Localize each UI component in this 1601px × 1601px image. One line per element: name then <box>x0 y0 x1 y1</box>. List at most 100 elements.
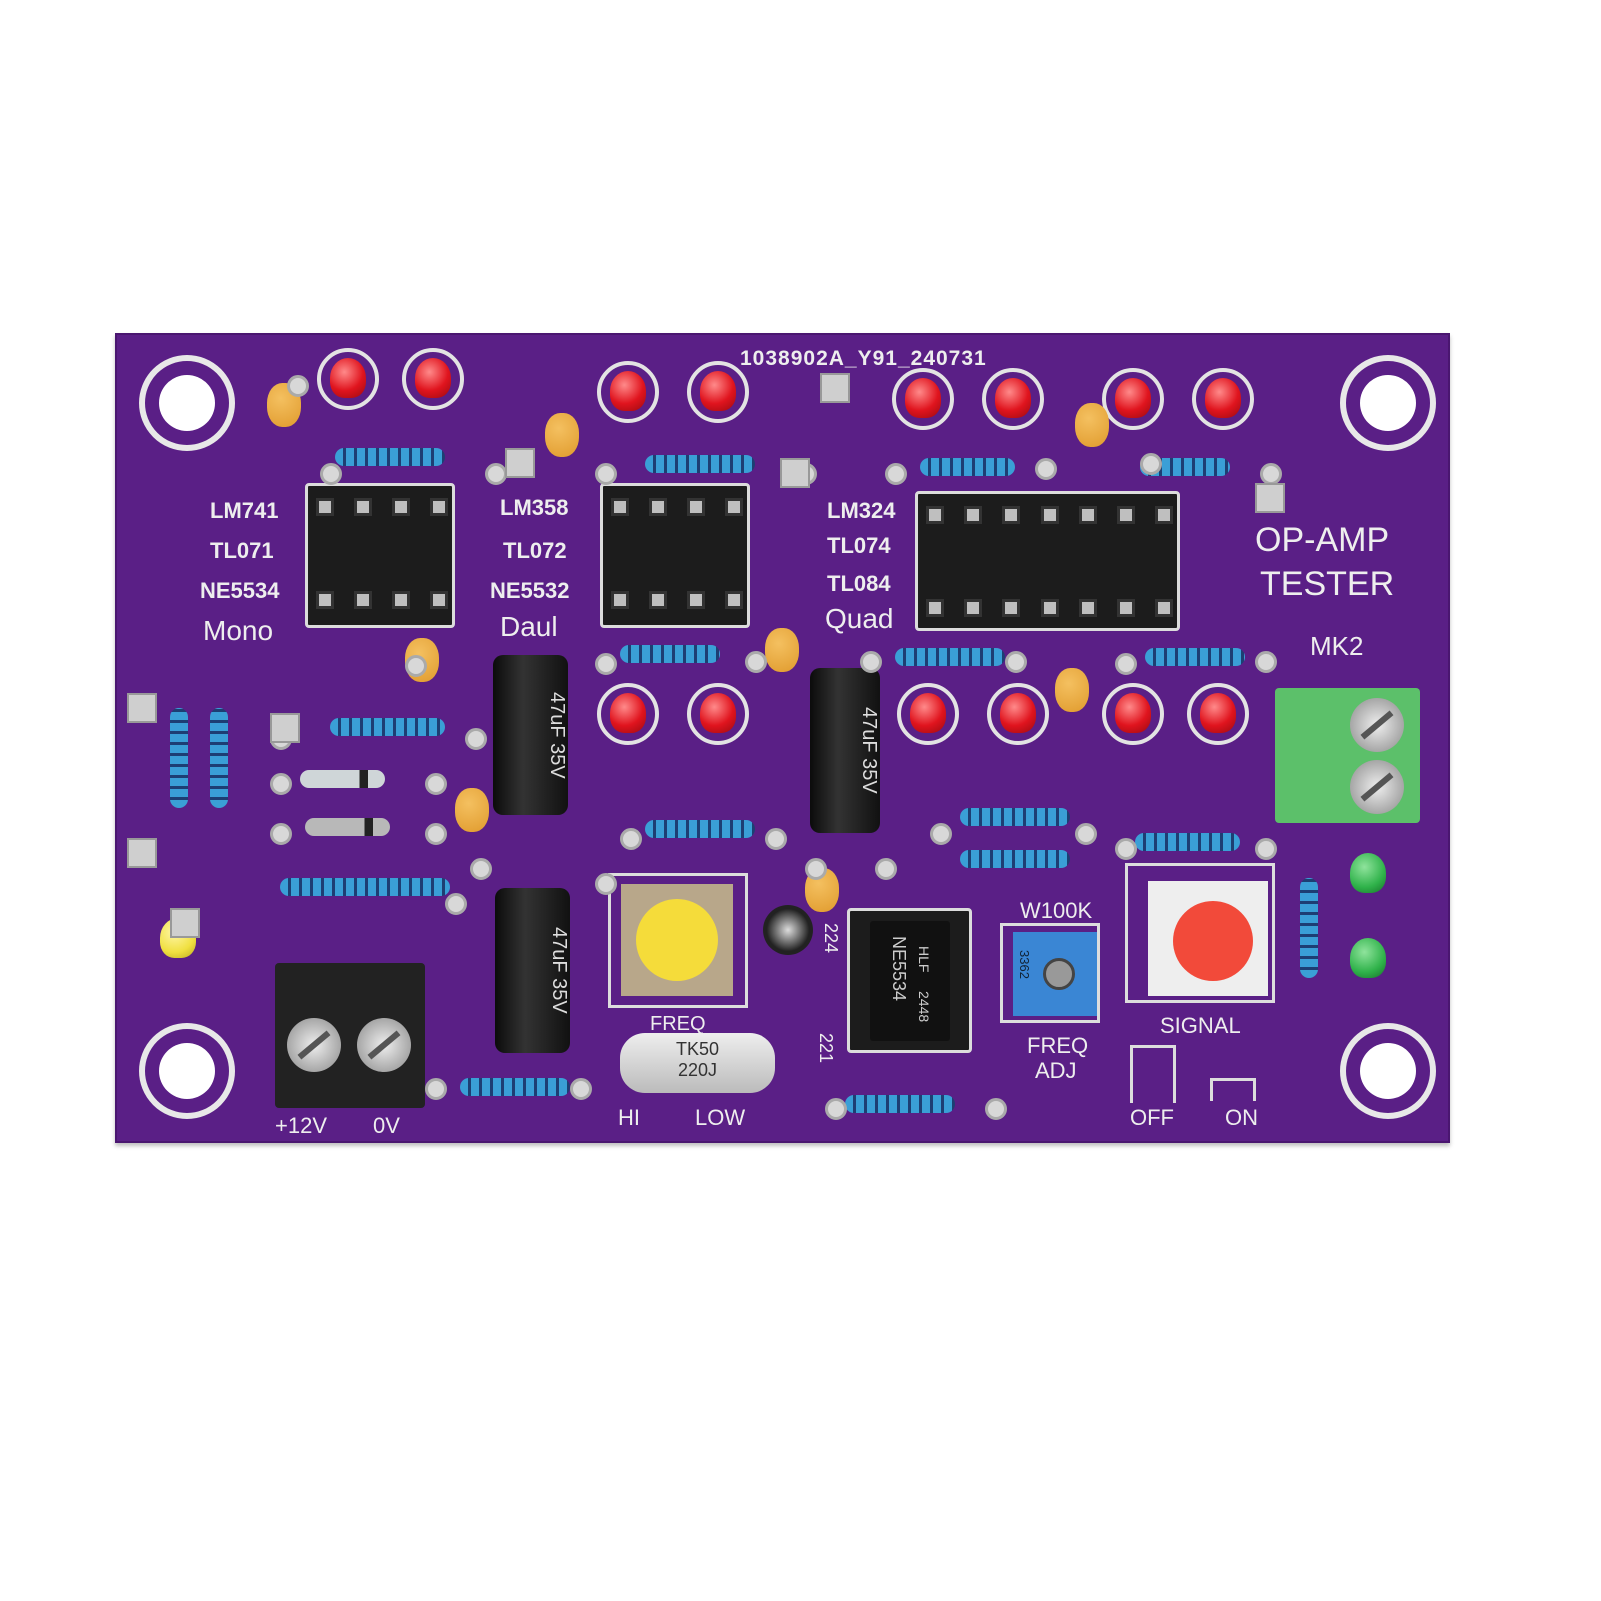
resistor <box>645 455 755 473</box>
socket-pin <box>687 498 705 516</box>
screw-icon[interactable] <box>1350 698 1404 752</box>
resistor <box>645 820 755 838</box>
solder-pad <box>465 728 487 750</box>
solder-pad <box>825 1098 847 1120</box>
resistor <box>1300 878 1318 978</box>
solder-pad <box>885 463 907 485</box>
square-pad <box>127 693 157 723</box>
socket-label: LM358 <box>500 495 569 520</box>
resistor <box>170 708 188 808</box>
green-led <box>1350 853 1386 893</box>
ic-socket-8pin-dual[interactable] <box>600 483 750 628</box>
resistor <box>335 448 445 466</box>
socket-pin <box>1116 506 1135 524</box>
resistor <box>960 850 1070 868</box>
screw-icon[interactable] <box>287 1018 341 1072</box>
signal-button-label: SIGNAL <box>1160 1013 1241 1038</box>
socket-pin <box>354 498 372 516</box>
solder-pad <box>1260 463 1282 485</box>
socket-pin <box>1002 599 1021 617</box>
led-outline <box>687 683 749 745</box>
red-led <box>330 358 366 398</box>
socket-pin <box>1040 599 1059 617</box>
ceramic-capacitor <box>455 788 489 832</box>
solder-pad <box>620 828 642 850</box>
solder-pad <box>860 651 882 673</box>
socket-label: LM741 <box>210 498 279 523</box>
solder-pad <box>805 858 827 880</box>
socket-pin <box>316 498 334 516</box>
red-led <box>1205 378 1241 418</box>
freq-button[interactable] <box>621 884 733 996</box>
diode <box>305 818 390 836</box>
chip-code: 2448 <box>916 991 932 1023</box>
socket-pin <box>392 498 410 516</box>
led-outline <box>597 361 659 423</box>
led-outline <box>597 683 659 745</box>
trimmer-outline: 3362 <box>1000 923 1100 1023</box>
resistor <box>1145 648 1245 666</box>
socket-label: TL071 <box>210 538 274 563</box>
resistor <box>1135 833 1240 851</box>
resistor <box>330 718 445 736</box>
socket-pin <box>1078 506 1097 524</box>
freq-button-cap[interactable] <box>636 899 718 981</box>
led-outline <box>1102 683 1164 745</box>
red-led <box>905 378 941 418</box>
resistor <box>895 648 1005 666</box>
solder-pad <box>1140 453 1162 475</box>
solder-pad <box>595 873 617 895</box>
small-capacitor <box>763 905 813 955</box>
plus-12v-label: +12V <box>275 1113 327 1138</box>
ic-socket-8pin-mono[interactable] <box>305 483 455 628</box>
led-outline <box>897 683 959 745</box>
output-terminal-block[interactable] <box>1275 688 1420 823</box>
socket-pin <box>611 498 629 516</box>
resistor <box>845 1095 955 1113</box>
led-outline <box>1192 368 1254 430</box>
freq-button-label: FREQ <box>650 1013 706 1035</box>
socket-pin <box>316 591 334 609</box>
socket-type: Daul <box>500 611 558 642</box>
socket-pin <box>725 591 743 609</box>
signal-button-cap[interactable] <box>1173 901 1253 981</box>
socket-pin <box>611 591 629 609</box>
power-terminal-block[interactable] <box>275 963 425 1108</box>
mounting-hole <box>1340 1023 1436 1119</box>
led-outline <box>987 683 1049 745</box>
resistor <box>460 1078 570 1096</box>
socket-pin <box>687 591 705 609</box>
solder-pad <box>595 653 617 675</box>
green-led <box>1350 938 1386 978</box>
solder-pad <box>1075 823 1097 845</box>
ic-socket-14pin-quad[interactable] <box>915 491 1180 631</box>
signal-button[interactable] <box>1148 881 1268 996</box>
solder-pad <box>570 1078 592 1100</box>
socket-label: TL084 <box>827 571 891 596</box>
resistor <box>960 808 1070 826</box>
trimmer-caption: FREQ <box>1027 1033 1089 1058</box>
hi-label: HI <box>618 1105 640 1130</box>
socket-pin <box>926 506 944 524</box>
square-pad <box>170 908 200 938</box>
solder-pad <box>1005 651 1027 673</box>
solder-pad <box>765 828 787 850</box>
socket-pin <box>649 591 667 609</box>
trimmer-potentiometer[interactable]: 3362 <box>1013 932 1097 1016</box>
solder-pad <box>930 823 952 845</box>
resistor <box>1140 458 1230 476</box>
led-outline <box>892 368 954 430</box>
resistor <box>280 878 450 896</box>
cap-label: 221 <box>816 1033 836 1064</box>
ic-chip: NE5534 HLF 2448 <box>870 921 950 1041</box>
led-outline <box>1187 683 1249 745</box>
off-symbol-icon <box>1130 1045 1176 1103</box>
socket-pin <box>725 498 743 516</box>
adjust-screw-icon[interactable] <box>1043 958 1075 990</box>
screw-icon[interactable] <box>357 1018 411 1072</box>
socket-label: LM324 <box>827 498 896 523</box>
solder-pad <box>1035 458 1057 480</box>
solder-pad <box>595 463 617 485</box>
pcb-board: 1038902A_Y91_240731 OP-AMP TESTER MK2 LM… <box>115 333 1450 1143</box>
screw-icon[interactable] <box>1350 760 1404 814</box>
